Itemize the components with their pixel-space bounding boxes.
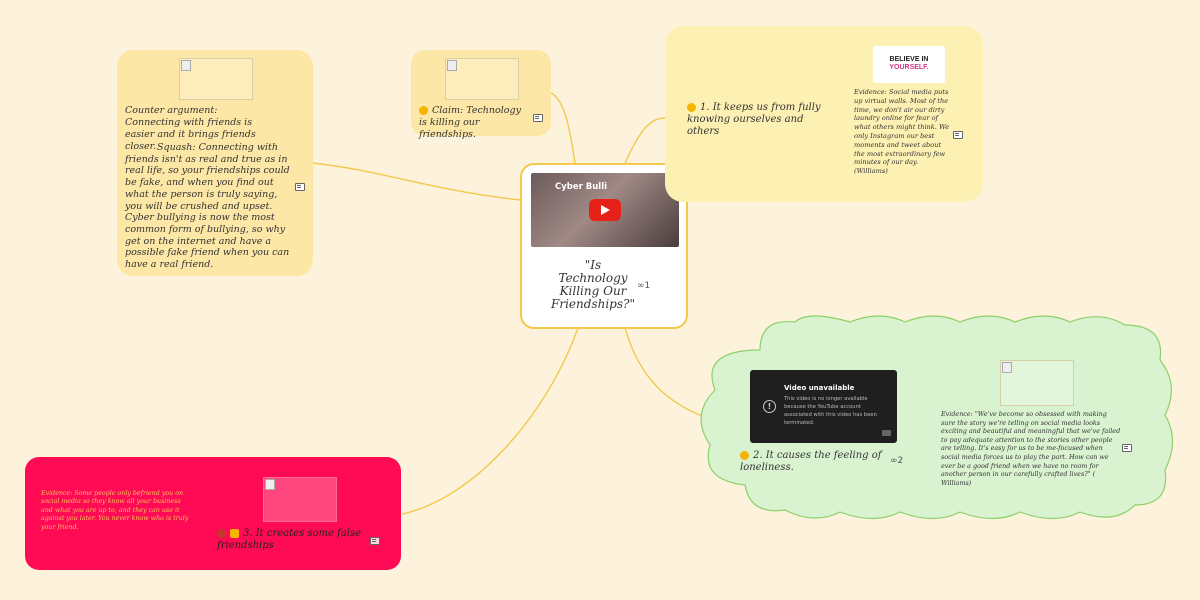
- point3-evidence: Evidence: Some people only befriend you …: [41, 490, 189, 531]
- note-icon[interactable]: [295, 183, 305, 191]
- claim-node[interactable]: Claim: Technology is killing our friends…: [411, 50, 551, 140]
- central-link-count: 1: [644, 281, 651, 291]
- point3-image-placeholder: [263, 477, 337, 522]
- point2-video-unavailable[interactable]: ! Video unavailable This video is no lon…: [750, 370, 897, 443]
- cloud-shape: [700, 315, 1174, 520]
- note-icon[interactable]: [370, 537, 380, 545]
- point1-node[interactable]: 1. It keeps us from fully knowing oursel…: [665, 26, 983, 202]
- youtube-video-thumbnail[interactable]: Cyber Bulli: [531, 173, 679, 247]
- note-icon[interactable]: [1122, 444, 1132, 452]
- claim-text: Claim: Technology is killing our friends…: [419, 105, 521, 140]
- claim-image-placeholder: [445, 58, 519, 100]
- point1-text: 1. It keeps us from fully knowing oursel…: [687, 102, 821, 137]
- smile-emoji-icon: [687, 103, 696, 112]
- branch-point1: [624, 117, 666, 164]
- smile-emoji-icon: [419, 106, 428, 115]
- point3-node[interactable]: Evidence: Some people only befriend you …: [25, 457, 401, 570]
- note-icon[interactable]: [953, 131, 963, 139]
- video-unavailable-title: Video unavailable: [784, 384, 855, 392]
- point1-evidence: Evidence: Social media puts up virtual w…: [854, 88, 950, 176]
- point2-link-count: 2: [897, 456, 904, 466]
- sad-emoji-icon: [740, 451, 749, 460]
- link-icon: ∞: [890, 456, 898, 466]
- emoji-icon: [217, 529, 226, 538]
- central-title: "Is Technology Killing Our Friendships?": [551, 258, 635, 311]
- badge-line1: BELIEVE IN: [889, 56, 929, 63]
- believe-in-yourself-image: BELIEVE IN YOURSELF.: [873, 46, 945, 83]
- warning-icon: !: [763, 400, 776, 413]
- badge-line2: YOURSELF.: [889, 64, 929, 71]
- counter-argument-node[interactable]: Counter argument: Connecting with friend…: [117, 50, 313, 276]
- note-icon[interactable]: [533, 114, 543, 122]
- counter-text: Counter argument: Connecting with friend…: [125, 105, 256, 152]
- branch-point3: [401, 327, 579, 515]
- point2-text: 2. It causes the feeling of loneliness.: [740, 450, 882, 473]
- branch-counter: [311, 162, 521, 201]
- branch-claim: [550, 92, 576, 164]
- youtube-logo-icon: [882, 430, 891, 436]
- central-topic-node[interactable]: Cyber Bulli "Is Technology Killing Our F…: [520, 163, 688, 329]
- counter-image-placeholder: [179, 58, 253, 100]
- point2-evidence: Evidence: "We've become so obsessed with…: [941, 410, 1121, 487]
- video-overlay-text: Cyber Bulli: [555, 182, 608, 192]
- squash-text: Squash: Connecting with friends isn't as…: [125, 142, 290, 271]
- video-unavailable-message: This video is no longer available becaus…: [784, 396, 877, 426]
- link-icon: ∞: [637, 281, 645, 291]
- point3-text: 3. It creates some false friendships: [217, 528, 362, 551]
- point2-image-placeholder: [1000, 360, 1074, 406]
- play-button-icon[interactable]: [589, 199, 621, 221]
- thumbs-down-icon: [230, 529, 239, 538]
